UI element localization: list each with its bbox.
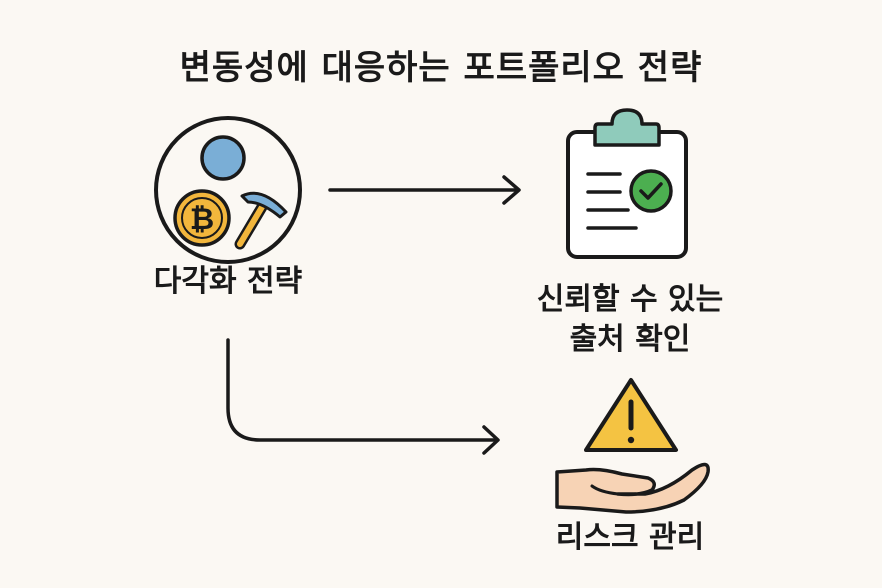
- diagram-title: 변동성에 대응하는 포트폴리오 전략: [179, 48, 703, 88]
- hand-warning-icon: [555, 378, 710, 514]
- arrow-to-risk-management: [226, 338, 500, 455]
- arrow-to-source-check: [328, 175, 521, 205]
- blue-circle-icon: [200, 135, 246, 181]
- pickaxe-icon: [234, 191, 288, 250]
- node-label-source-check-line-2: 출처 확인: [569, 322, 691, 357]
- open-hand-icon: [555, 462, 710, 514]
- check-circle-icon: [629, 169, 673, 213]
- bitcoin-coin-icon: ₿: [173, 189, 231, 247]
- svg-text:₿: ₿: [190, 202, 214, 237]
- clipboard-check-icon: [566, 108, 688, 259]
- diversification-circle-icon: ₿: [154, 116, 302, 264]
- node-label-source-check-line-1: 신뢰할 수 있는: [536, 282, 724, 317]
- node-label-source-check: 신뢰할 수 있는 출처 확인: [500, 280, 760, 360]
- node-label-risk-management: 리스크 관리: [555, 520, 705, 555]
- warning-triangle-icon: [584, 378, 678, 452]
- node-label-diversification: 다각화 전략: [153, 264, 303, 299]
